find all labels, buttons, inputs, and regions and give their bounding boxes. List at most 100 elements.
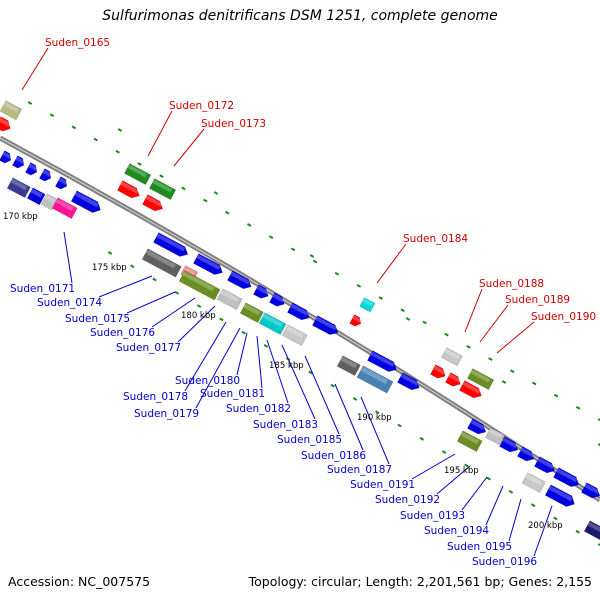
gene-forward <box>227 270 252 290</box>
gene-red-block <box>349 314 362 327</box>
gene-suden-0188 <box>441 347 463 367</box>
dotted-track-mark <box>488 357 493 361</box>
gene-forward-highlight <box>28 163 38 171</box>
gene-forward <box>553 467 580 488</box>
gene-label: Suden_0172 <box>169 100 234 112</box>
leader-line <box>266 339 289 404</box>
leader-line <box>376 243 407 284</box>
gene-label: Suden_0179 <box>134 408 199 420</box>
gene-olive <box>239 302 264 324</box>
gene-forward <box>499 436 519 453</box>
scale-tick-label: 200 kbp <box>528 521 563 531</box>
dotted-track-mark <box>575 405 581 410</box>
leader-line <box>281 344 316 420</box>
gene-olive-highlight <box>182 271 215 292</box>
dotted-track-mark <box>352 397 358 401</box>
gene-suden-0188-highlight <box>444 348 460 360</box>
gene-dark-grey <box>141 248 182 278</box>
dotted-track-mark <box>375 410 380 415</box>
dotted-track-mark <box>312 259 318 264</box>
leader-line <box>464 288 483 333</box>
gene-forward-highlight <box>556 468 578 483</box>
gene-red-block-highlight <box>145 195 163 207</box>
gene-grey-highlight <box>220 289 239 303</box>
leader-line <box>126 291 176 314</box>
dotted-track-mark <box>444 332 449 337</box>
dotted-track-mark <box>501 380 507 384</box>
dotted-track-mark <box>309 254 315 258</box>
dotted-track-mark <box>575 529 580 534</box>
dotted-track-mark <box>531 381 537 386</box>
gene-label: Suden_0196 <box>472 556 537 568</box>
gene-forward <box>0 150 12 164</box>
dotted-track-mark <box>93 137 99 142</box>
leader-line <box>63 231 73 284</box>
leader-line <box>195 327 241 409</box>
leader-line <box>173 128 205 167</box>
gene-forward-highlight <box>370 351 395 367</box>
gene-forward <box>269 292 285 307</box>
gene-suden-0172-highlight <box>127 164 148 178</box>
gene-navy <box>583 520 600 541</box>
gene-forward <box>253 284 269 299</box>
dotted-track-mark <box>597 443 600 447</box>
scale-tick-label: 190 kbp <box>357 413 392 423</box>
dotted-track-mark <box>213 191 219 195</box>
gene-suden-0173-highlight <box>152 179 173 193</box>
dotted-track-mark <box>196 304 202 308</box>
dotted-track-mark <box>225 210 230 215</box>
gene-label: Suden_0187 <box>327 464 392 476</box>
leader-line <box>411 453 456 480</box>
gene-grey-highlight <box>285 325 304 339</box>
leader-line <box>479 304 509 343</box>
gene-forward-highlight <box>290 303 309 316</box>
gene-grey <box>521 472 546 494</box>
leader-line <box>256 335 263 389</box>
leader-line <box>304 355 340 435</box>
gene-label: Suden_0181 <box>200 388 265 400</box>
gene-label: Suden_0192 <box>375 494 440 506</box>
gene-dark-grey-highlight <box>145 249 176 269</box>
dotted-track-mark <box>308 370 313 375</box>
gene-forward-highlight <box>42 169 52 177</box>
gene-olive-highlight <box>243 303 261 316</box>
dotted-track-mark <box>241 330 246 335</box>
dotted-track-mark <box>107 251 113 255</box>
gene-forward-highlight <box>315 316 337 331</box>
dotted-track-mark <box>152 277 157 282</box>
dotted-track-mark <box>334 271 340 276</box>
gene-grey-highlight <box>488 428 503 439</box>
dotted-track-mark <box>117 128 123 132</box>
dotted-track-mark <box>263 344 269 348</box>
gene-forward <box>39 168 52 182</box>
outer-dotted-tracks <box>27 101 600 547</box>
leader-line <box>496 321 535 354</box>
dotted-track-mark <box>510 369 515 374</box>
gene-label: Suden_0195 <box>447 541 512 553</box>
gene-label: Suden_0174 <box>37 297 102 309</box>
gene-label: Suden_0186 <box>301 450 366 462</box>
gene-red-block-highlight <box>352 315 362 323</box>
gene-forward-highlight <box>30 188 43 198</box>
gene-label: Suden_0180 <box>175 375 240 387</box>
gene-label: Suden_0183 <box>253 419 318 431</box>
dotted-track-mark <box>508 490 514 494</box>
leader-line <box>360 396 390 465</box>
scale-tick-label: 170 kbp <box>3 212 38 222</box>
leader-line <box>21 47 49 91</box>
dotted-track-mark <box>130 264 135 269</box>
gene-steelblue-highlight <box>360 366 389 385</box>
dotted-track-mark <box>137 162 142 166</box>
gene-labels: Suden_0165Suden_0172Suden_0173Suden_0184… <box>10 37 596 568</box>
gene-grey <box>485 427 506 446</box>
gene-grey-highlight <box>44 194 56 204</box>
dotted-track-mark <box>441 450 447 454</box>
gene-forward <box>26 187 46 206</box>
dotted-track-mark <box>400 308 405 313</box>
gene-pink-highlight <box>55 198 74 212</box>
gene-label: Suden_0182 <box>226 403 291 415</box>
gene-grey <box>216 288 243 310</box>
gene-label: Suden_0188 <box>479 278 544 290</box>
gene-forward-highlight <box>520 447 535 458</box>
leader-line <box>334 383 364 451</box>
